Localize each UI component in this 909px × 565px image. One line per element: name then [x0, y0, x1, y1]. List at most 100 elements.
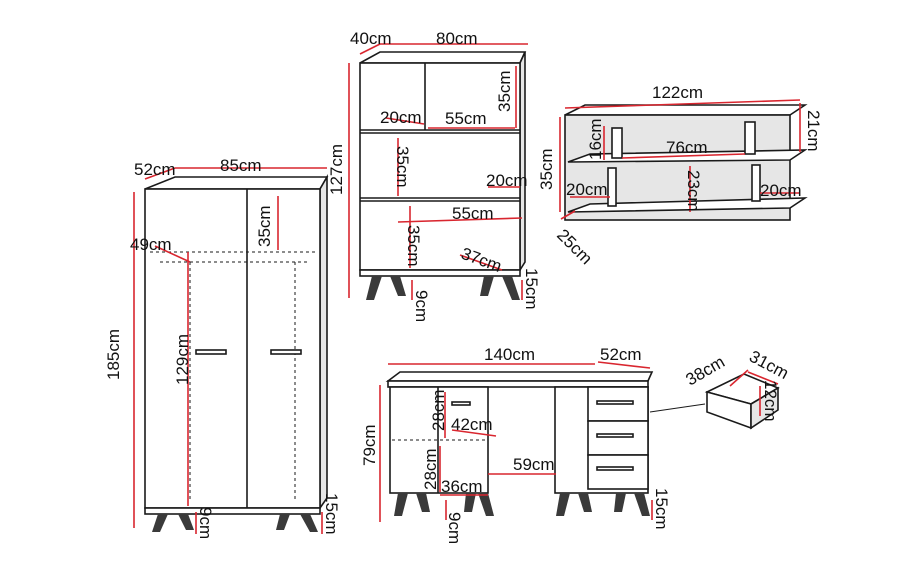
desk-lower-width-label: 36cm: [441, 477, 483, 496]
wardrobe-leg: [300, 514, 318, 532]
bookcase-height-label: 127cm: [327, 144, 346, 195]
dim-line: [459, 254, 503, 271]
desk-leg-height-label: 9cm: [445, 512, 464, 544]
wardrobe-labels: 52cm 85cm 185cm 35cm 49cm 129cm 9cm 15cm: [104, 156, 341, 539]
wardrobe-dimension-lines: [133, 167, 327, 534]
desk-upper-shelf-height-label: 28cm: [429, 389, 448, 431]
desk-lower-shelf-height-label: 28cm: [421, 448, 440, 490]
bookcase-top: [359, 51, 527, 64]
desk-left-handle: [451, 401, 471, 406]
bookcase-body: [359, 62, 521, 271]
bookcase-leg: [502, 276, 520, 300]
desk-leg: [416, 493, 430, 512]
wardrobe-bottom-gap-label: 15cm: [322, 493, 341, 535]
wardrobe: [144, 174, 329, 532]
wardrobe-top-shelf-label: 35cm: [255, 205, 274, 247]
desk: [385, 371, 654, 516]
bookcase-shelf-width-top-label: 55cm: [445, 109, 487, 128]
desk-leg: [464, 493, 476, 512]
desk-leg: [634, 493, 650, 516]
bookcase-leg-height-label: 9cm: [412, 290, 431, 322]
desk-depth-label: 52cm: [600, 345, 642, 364]
dim-line: [397, 217, 523, 223]
desk-drawer-handle: [596, 466, 634, 471]
wall-shelf-height-label: 35cm: [537, 148, 556, 190]
desk-leg: [394, 493, 408, 516]
desk-drawer: [587, 420, 649, 456]
bookcase: [359, 51, 527, 300]
desk-drawer-handle: [596, 433, 634, 438]
wardrobe-leg-height-label: 9cm: [196, 507, 215, 539]
wall-shelf-left-depth-label: 20cm: [566, 180, 608, 199]
desk-bottom-gap-label: 15cm: [652, 488, 671, 530]
desk-dimension-lines: [379, 361, 653, 522]
desk-top-edge: [387, 380, 649, 388]
wall-shelf-width-label: 122cm: [652, 83, 703, 102]
desk-labels: 140cm 52cm 79cm 28cm 42cm 28cm 36cm 59cm…: [360, 345, 671, 544]
desk-knee-width-label: 59cm: [513, 455, 555, 474]
bookcase-plinth: [359, 269, 521, 277]
desk-width-label: 140cm: [484, 345, 535, 364]
dim-line: [729, 369, 749, 387]
bookcase-labels: 40cm 80cm 127cm 35cm 20cm 55cm 35cm 20cm…: [327, 29, 541, 322]
wall-shelf-dimension-lines: [559, 99, 801, 220]
wall-shelf-riser: [744, 121, 756, 155]
dim-line: [154, 245, 191, 263]
wardrobe-height-label: 185cm: [104, 329, 123, 380]
bookcase-shelf-width-mid-label: 55cm: [452, 204, 494, 223]
wardrobe-width-label: 85cm: [220, 156, 262, 175]
drawer-height-label: 12cm: [761, 380, 780, 422]
wardrobe-plinth: [144, 507, 321, 515]
dim-line: [621, 153, 746, 159]
wall-shelf-inner-width-label: 76cm: [666, 138, 708, 157]
wall-shelf-riser: [611, 127, 623, 159]
wall-shelf-riser-height-label: 16cm: [586, 118, 605, 160]
drawer-box-side: [750, 386, 779, 430]
desk-drawer-handle: [596, 400, 634, 405]
wardrobe-leg: [178, 514, 194, 530]
desk-shelf-width-label: 42cm: [451, 415, 493, 434]
wall-shelf-right-depth-label: 20cm: [760, 181, 802, 200]
bookcase-leg: [480, 276, 494, 296]
dim-line: [359, 43, 381, 55]
dim-line: [560, 210, 576, 220]
bookcase-shelf-depth-left-label: 20cm: [380, 108, 422, 127]
desk-leg: [478, 493, 494, 516]
bookcase-depth-label: 40cm: [350, 29, 392, 48]
wall-shelf-depth-label: 25cm: [553, 225, 596, 268]
desk-top: [385, 371, 654, 382]
wardrobe-handle-left: [195, 349, 227, 355]
wall-shelf-lower-board: [567, 197, 808, 213]
desk-leg: [578, 493, 592, 512]
wardrobe-leg: [152, 514, 168, 532]
drawer-detail: [649, 373, 780, 430]
drawer-width-label: 38cm: [683, 352, 729, 389]
wardrobe-handle-right: [270, 349, 302, 355]
bookcase-width-label: 80cm: [436, 29, 478, 48]
wardrobe-depth-label: 52cm: [134, 160, 176, 179]
drawer-dimension-lines: [729, 369, 779, 416]
bookcase-dimension-lines: [348, 43, 528, 300]
wardrobe-door-height-label: 129cm: [173, 334, 192, 385]
bookcase-shelf-height-mid-label: 35cm: [393, 146, 412, 188]
desk-drawer: [587, 454, 649, 490]
bookcase-shelf-depth-right-label: 20cm: [486, 171, 528, 190]
wall-shelf-riser: [607, 167, 617, 207]
dim-line: [564, 99, 801, 109]
wardrobe-side: [319, 174, 328, 511]
wardrobe-leg: [276, 514, 290, 530]
bookcase-leg: [366, 276, 382, 300]
dim-line: [451, 429, 497, 437]
bookcase-shelf-height-bottom-label: 35cm: [404, 225, 423, 267]
wall-shelf-riser: [751, 164, 761, 202]
dim-line: [385, 117, 425, 125]
bookcase-bottom-gap-label: 15cm: [522, 268, 541, 310]
bookcase-leg: [390, 276, 406, 296]
wardrobe-inner-depth-label: 49cm: [130, 235, 172, 254]
bookcase-shelf-height-top-label: 35cm: [495, 70, 514, 112]
wall-shelf: [564, 104, 808, 221]
dim-line: [747, 371, 779, 385]
desk-leg: [556, 493, 570, 516]
